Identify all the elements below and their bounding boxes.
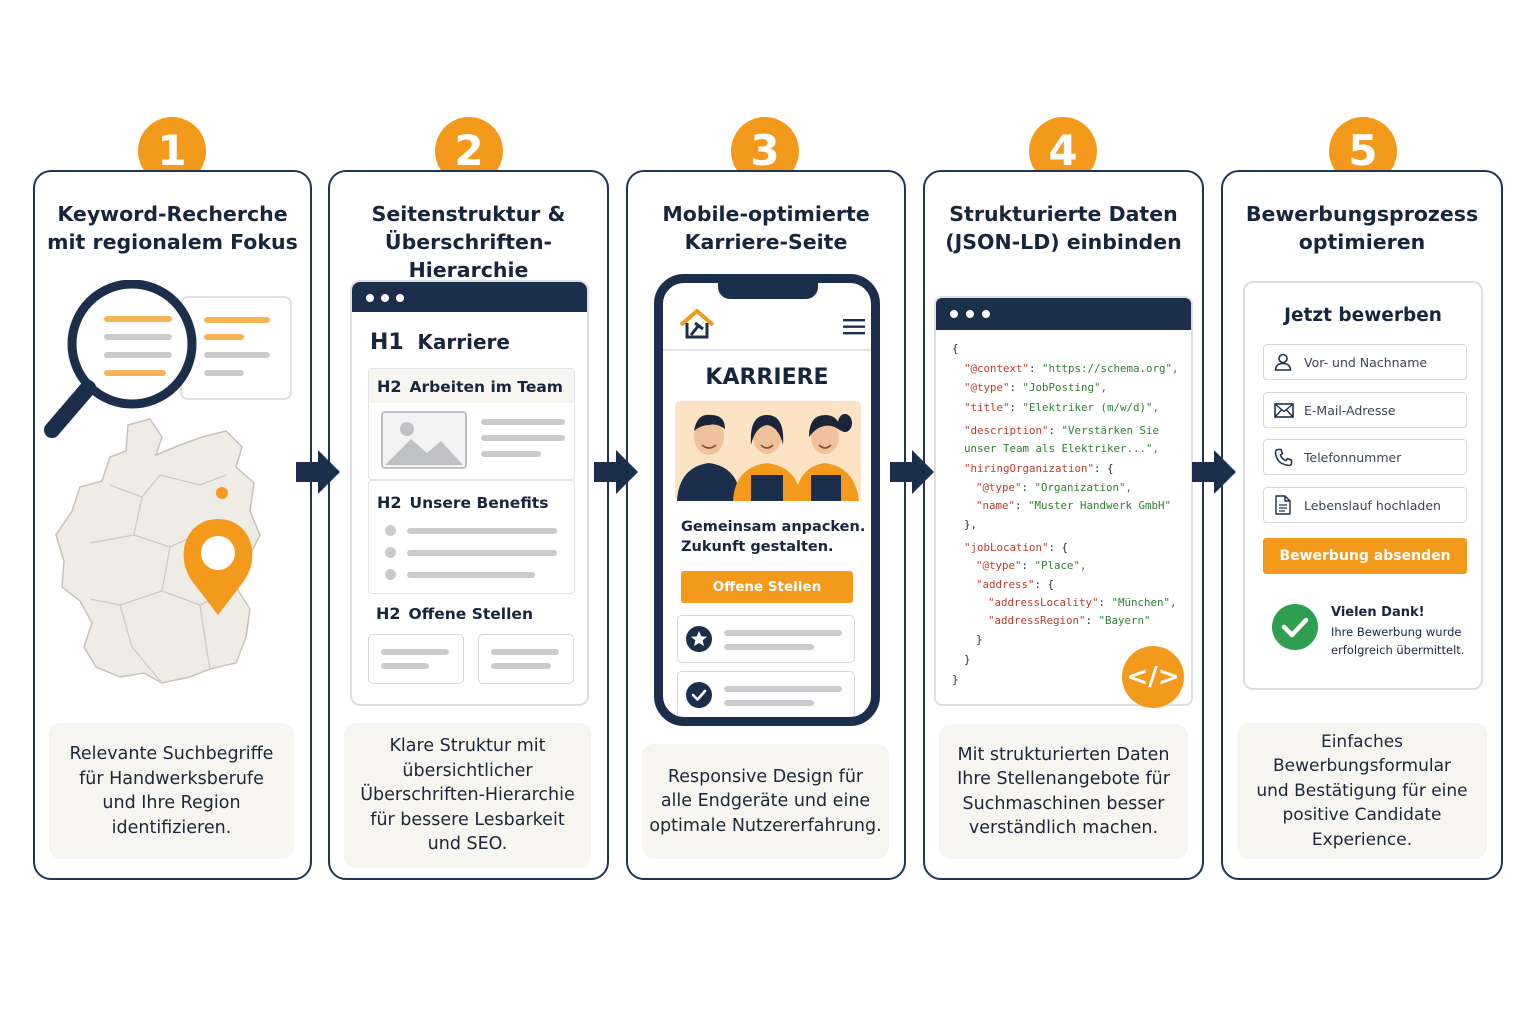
cv-upload-field[interactable]: Lebenslauf hochladen [1263, 487, 1467, 523]
code-line: "addressRegion": "Bayern" [988, 614, 1151, 627]
arrow-right-icon [296, 450, 340, 494]
code-key: "hiringOrganization" [964, 462, 1095, 475]
job-list-item-1[interactable] [677, 615, 855, 663]
job-list-item-2[interactable] [677, 671, 855, 717]
code-key: "@type" [976, 559, 1022, 572]
code-value: "JobPosting", [1022, 381, 1108, 394]
code-value: "München", [1111, 596, 1177, 609]
code-key: "@context" [964, 362, 1030, 375]
mobile-heading: KARRIERE [705, 365, 829, 390]
code-line: "addressLocality": "München", [988, 596, 1177, 609]
menu-icon[interactable] [843, 319, 865, 335]
user-icon [1274, 353, 1292, 371]
confirmation-text-1: Ihre Bewerbung wurde [1331, 625, 1462, 639]
json-ld-code-window: { "@context": "https://schema.org", "@type… [934, 296, 1193, 706]
arrow-right-icon [890, 450, 934, 494]
arrow-right-icon [594, 450, 638, 494]
code-line: "hiringOrganization": { [964, 462, 1114, 475]
code-key: "description" [964, 424, 1049, 437]
application-form: Jetzt bewerben Vor- und Nachname E-Mail-… [1243, 281, 1483, 690]
code-key: "addressLocality" [988, 596, 1099, 609]
window-titlebar [352, 282, 587, 312]
mail-icon [1274, 403, 1294, 418]
code-key: "name" [976, 499, 1016, 512]
code-line: "description": "Verstärken Sie [964, 424, 1160, 437]
code-key: "jobLocation" [964, 541, 1049, 554]
team-illustration [675, 401, 861, 501]
code-line: "@context": "https://schema.org", [964, 362, 1179, 375]
code-value: "Organization", [1034, 481, 1133, 494]
code-value: "https://schema.org", [1042, 362, 1179, 375]
name-field[interactable]: Vor- und Nachname [1263, 344, 1467, 380]
job-card-1 [368, 634, 464, 684]
search-results-panel [180, 296, 292, 400]
job-card-2 [478, 634, 574, 684]
code-value: "Bayern" [1098, 614, 1151, 627]
code-badge: </> [1122, 646, 1184, 708]
code-key: "addressRegion" [988, 614, 1086, 627]
code-line: "@type": "Organization", [976, 481, 1133, 494]
confirmation-text-2: erfolgreich übermittelt. [1331, 643, 1465, 657]
h1-tag: H1 [370, 330, 404, 355]
code-value: "Muster Handwerk GmbH" [1028, 499, 1172, 512]
check-circle-icon [686, 682, 712, 708]
mobile-tagline-2: Zukunft gestalten. [681, 539, 834, 555]
submit-application-button[interactable]: Bewerbung absenden [1263, 538, 1467, 574]
code-key: "@type" [976, 481, 1022, 494]
code-value: "Elektriker (m/w/d)", [1022, 401, 1160, 414]
image-placeholder-icon [381, 411, 467, 469]
code-line: "@type": "Place", [976, 559, 1087, 572]
code-line: "@type": "JobPosting", [964, 381, 1108, 394]
code-value: "Verstärken Sie [1061, 424, 1160, 437]
code-key: "address" [976, 578, 1035, 591]
email-field[interactable]: E-Mail-Adresse [1263, 392, 1467, 428]
germany-map [55, 418, 261, 684]
code-line: } [976, 633, 983, 646]
code-value: "Place", [1034, 559, 1087, 572]
step-2-title: Seitenstruktur &Überschriften-Hierarchie [371, 202, 566, 282]
code-line: } [964, 653, 971, 666]
h1-text: Karriere [417, 330, 510, 354]
open-positions-button[interactable]: Offene Stellen ansehen [681, 571, 853, 627]
code-key: "title" [964, 401, 1010, 414]
code-line: "name": "Muster Handwerk GmbH" [976, 499, 1172, 512]
code-line: unser Team als Elektriker...", [964, 442, 1160, 455]
phone-icon [1274, 448, 1293, 467]
code-value: { [1047, 578, 1055, 591]
code-line: "address": { [976, 578, 1055, 591]
house-logo-icon [679, 309, 715, 339]
phone-mockup: KARRIERE Gemeinsam anpacken. Zukunft ges… [654, 274, 880, 726]
form-title: Jetzt bewerben [1284, 305, 1442, 326]
code-key: "@type" [964, 381, 1010, 394]
step-4-title: Strukturierte Daten(JSON-LD) einbinden [945, 202, 1182, 254]
thanks-text: Vielen Dank! [1331, 605, 1425, 620]
code-line: { [952, 342, 959, 355]
code-line: }, [964, 518, 978, 531]
code-line: "title": "Elektriker (m/w/d)", [964, 401, 1160, 414]
code-line: } [952, 673, 959, 686]
phone-field[interactable]: Telefonnummer [1263, 439, 1467, 475]
mobile-tagline-1: Gemeinsam anpacken. [681, 519, 866, 535]
code-value: { [1107, 462, 1114, 475]
success-check-icon [1272, 604, 1318, 650]
code-line: "jobLocation": { [964, 541, 1069, 554]
magnifier-icon [44, 280, 197, 438]
star-icon [686, 626, 712, 652]
arrow-right-icon [1192, 450, 1236, 494]
code-value: { [1061, 541, 1069, 554]
document-icon [1275, 495, 1291, 515]
